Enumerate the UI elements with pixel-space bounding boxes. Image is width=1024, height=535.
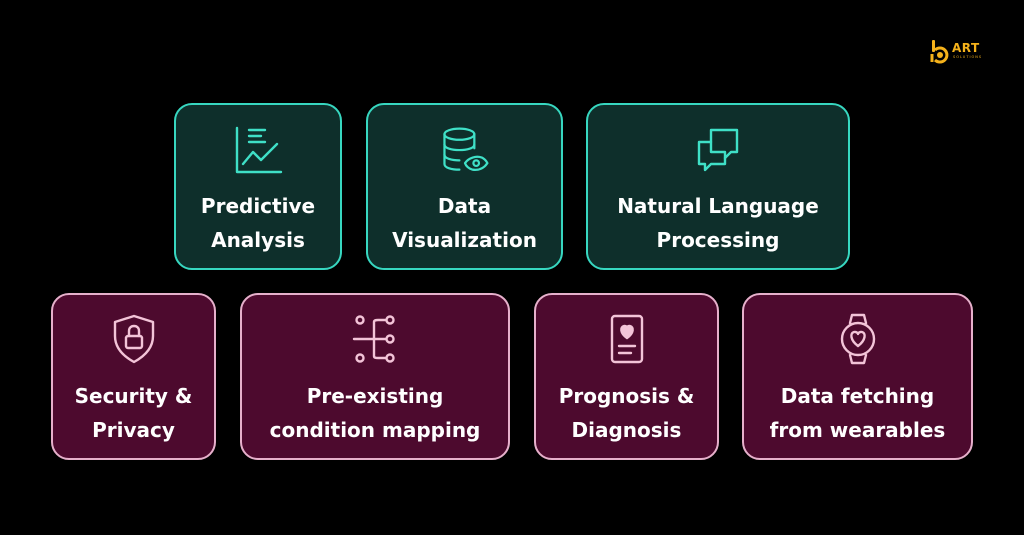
- card-label: Security & Privacy: [74, 384, 193, 442]
- card-prognosis-diagnosis: Prognosis & Diagnosis: [534, 293, 719, 460]
- art-solutions-logo: ART SOLUTIONS: [930, 38, 994, 66]
- card-label: Natural Language Processing: [617, 194, 819, 252]
- shield-lock-icon: [106, 311, 162, 367]
- branch-nodes-icon: [347, 311, 403, 367]
- logo-subtitle: SOLUTIONS: [953, 55, 983, 59]
- line-chart-icon: [230, 123, 286, 179]
- smartwatch-heart-icon: [830, 311, 886, 367]
- card-label: Data fetching from wearables: [769, 384, 946, 442]
- card-label: Data Visualization: [392, 194, 537, 252]
- card-predictive-analysis: Predictive Analysis: [174, 103, 342, 270]
- logo-mark-icon: [930, 40, 949, 64]
- database-eye-icon: [437, 123, 493, 179]
- card-data-visualization: Data Visualization: [366, 103, 563, 270]
- logo-wordmark: ART: [952, 41, 980, 55]
- card-label: Prognosis & Diagnosis: [558, 384, 695, 442]
- card-label: Predictive Analysis: [200, 194, 316, 252]
- card-label: Pre-existing condition mapping: [269, 384, 481, 442]
- card-security-privacy: Security & Privacy: [51, 293, 216, 460]
- card-pre-existing-condition-mapping: Pre-existing condition mapping: [240, 293, 510, 460]
- card-natural-language-processing: Natural Language Processing: [586, 103, 850, 270]
- heart-report-icon: [599, 311, 655, 367]
- card-data-fetching-wearables: Data fetching from wearables: [742, 293, 973, 460]
- chat-bubbles-icon: [690, 123, 746, 179]
